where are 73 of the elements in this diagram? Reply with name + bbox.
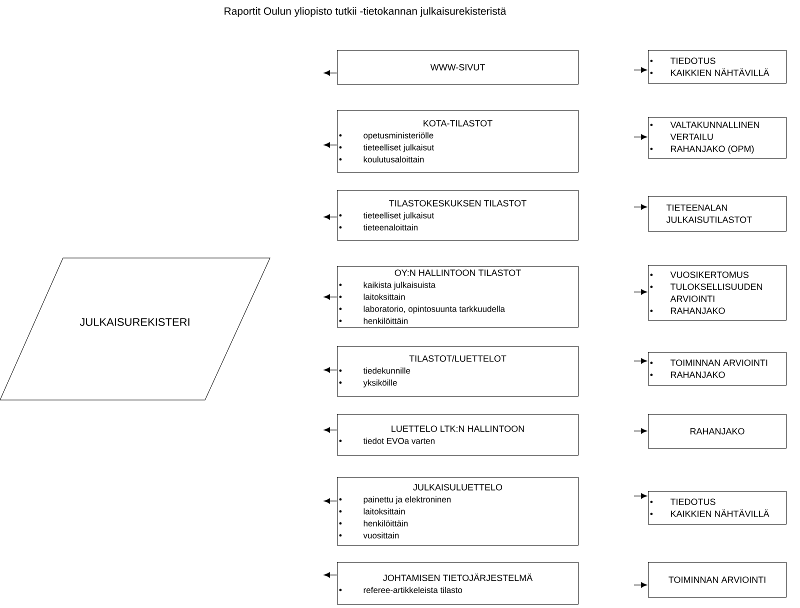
list-item: opetusministeriölle [364, 132, 434, 140]
arrow [634, 582, 648, 588]
list-item: kaikista julkaisuista [364, 282, 436, 290]
list-item: TOIMINNAN ARVIOINTI [670, 360, 768, 366]
report-box [337, 266, 578, 328]
list-item: VUOSIKERTOMUS [670, 272, 749, 278]
list-item: painettu ja elektroninen [364, 496, 451, 504]
report-box [648, 117, 786, 158]
arrow [324, 367, 338, 373]
arrow [324, 142, 338, 148]
list-item: VALTAKUNNALLINEN VERTAILU [670, 122, 760, 140]
arrow [634, 358, 648, 364]
list-item: laboratorio, opintosuunta tarkkuudella [364, 306, 505, 314]
report-box [337, 477, 578, 546]
box-heading: TILASTOT/LUETTELOT [409, 355, 506, 362]
arrow [634, 493, 648, 499]
report-box [337, 50, 578, 84]
list-item: henkilöittäin [364, 520, 408, 526]
report-box [337, 562, 578, 604]
list-item: KAIKKIEN NÄHTÄVILLÄ [671, 68, 770, 76]
report-box [648, 562, 786, 598]
box-heading: KOTA-TILASTOT [424, 120, 492, 126]
report-box [648, 50, 786, 84]
list-item: KAIKKIEN NÄHTÄVILLÄ [671, 509, 770, 517]
box-heading: WWW-SIVUT [430, 64, 485, 70]
list-item: tiedot EVOa varten [363, 438, 434, 444]
list-item: tieteelliset julkaisut [363, 144, 434, 152]
box-heading: TILASTOKESKUKSEN TILASTOT [389, 200, 526, 206]
box-text: TOIMINNAN ARVIOINTI [668, 576, 766, 583]
list-item: tiedekunnille [363, 367, 410, 374]
report-box [648, 414, 786, 448]
list-item: laitoksittain [364, 294, 405, 300]
report-box [337, 190, 578, 240]
report-box [337, 414, 578, 456]
list-item: RAHANJAKO (OPM) [671, 145, 754, 154]
box-heading: JULKAISULUETTELO [413, 484, 502, 490]
arrow [324, 427, 338, 433]
box-heading: LUETTELO LTK:N HALLINTOON [392, 426, 524, 432]
arrow [324, 294, 338, 300]
list-item: tieteelliset julkaisut [363, 212, 434, 220]
list-item: TULOKSELLISUUDEN ARVIOINTI [670, 284, 762, 302]
arrow [324, 572, 338, 578]
report-box [648, 196, 786, 232]
report-box [337, 110, 578, 172]
box-text: TIETEENALAN JULKAISUTILASTOT [666, 204, 752, 223]
list-item: koulutusaloittain [364, 156, 424, 162]
arrow [324, 214, 338, 220]
box-heading: JOHTAMISEN TIETOJÄRJESTELMÄ [383, 573, 533, 582]
arrow [634, 67, 648, 73]
arrow [634, 428, 648, 434]
list-item: TIEDOTUS [670, 58, 716, 64]
arrow [634, 289, 648, 295]
list-item: RAHANJAKO [671, 372, 725, 378]
box-heading: OY:N HALLINTOON TILASTOT [394, 270, 521, 276]
data-parallelogram: JULKAISUREKISTERI [0, 258, 270, 400]
report-box [648, 265, 786, 320]
list-item: henkilöittäin [364, 318, 408, 324]
title: Raportit Oulun yliopisto tutkii -tietokannan julkaisurekisteristä [224, 7, 506, 17]
report-box [337, 346, 578, 396]
box-text: RAHANJAKO [690, 428, 744, 434]
list-item: TIEDOTUS [670, 498, 716, 505]
list-item: vuosittain [363, 532, 399, 538]
arrow [324, 70, 338, 76]
list-item: laitoksittain [364, 508, 405, 514]
list-item: tieteenaloittain [363, 224, 418, 230]
list-item: RAHANJAKO [671, 308, 725, 314]
report-box [648, 352, 786, 386]
arrow [634, 204, 648, 210]
report-box [648, 491, 786, 524]
arrow [634, 134, 648, 140]
list-item: yksiköille [363, 379, 397, 388]
arrow [324, 498, 338, 504]
list-item: referee-artikkeleista tilasto [364, 586, 462, 594]
